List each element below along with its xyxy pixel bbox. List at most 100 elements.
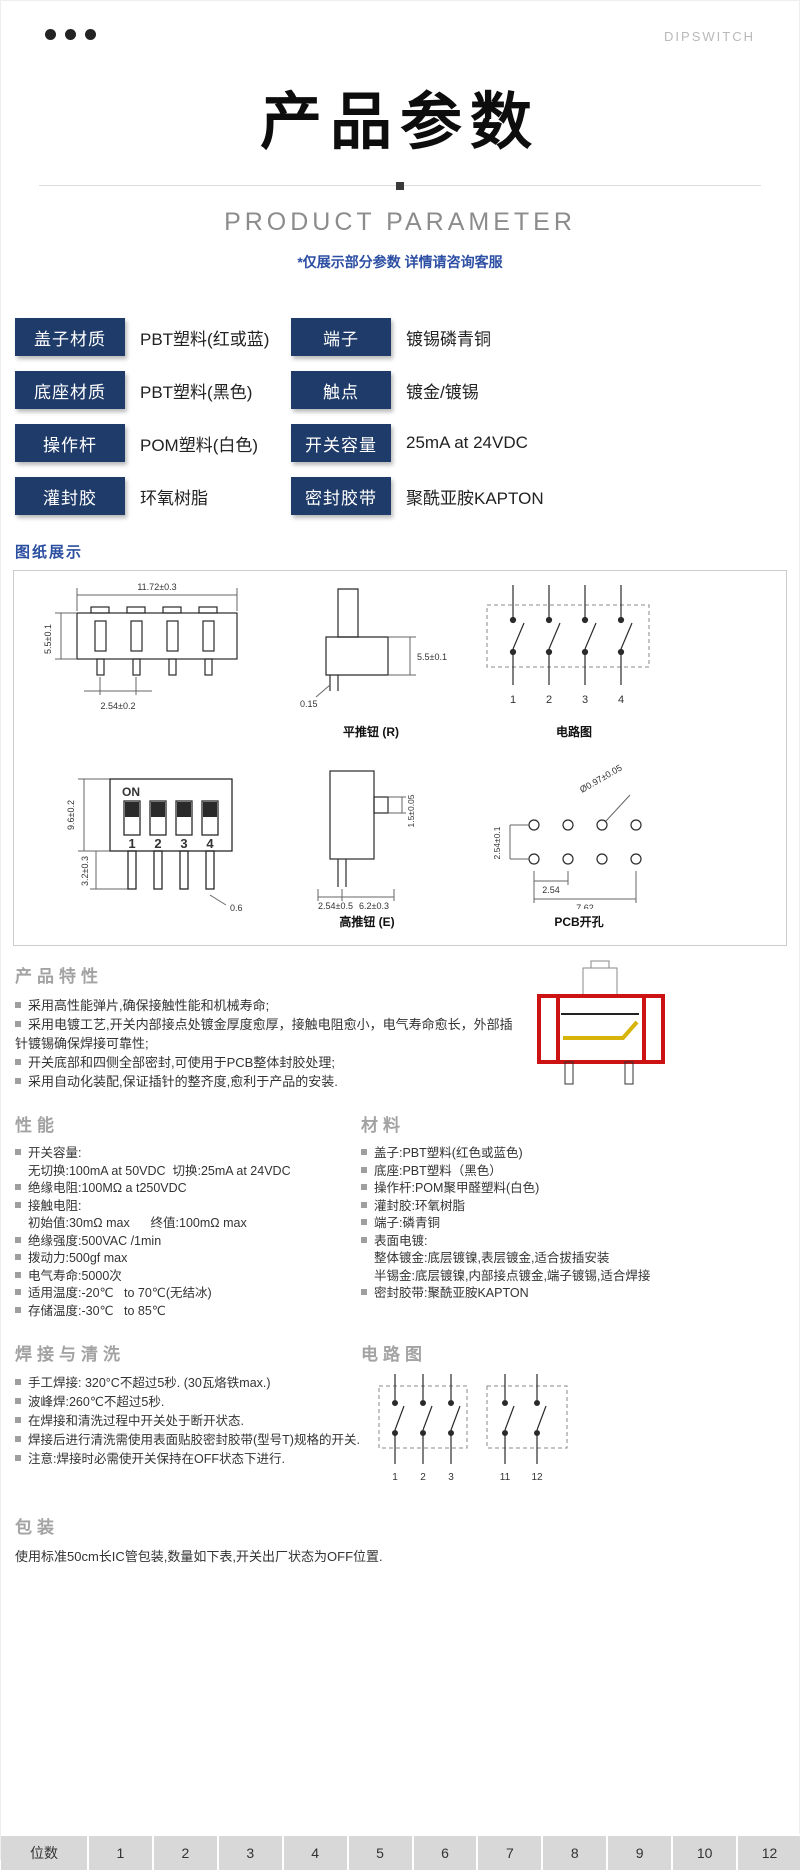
multi-pin-3: 3 [448,1472,454,1483]
performance-item: 初始值:30mΩ max 终值:100mΩ max [28,1216,247,1230]
feature-item: 采用自动化装配,保证插针的整齐度,愈利于产品的安装. [15,1072,523,1091]
dim-hole-pitch-v: 2.54±0.1 [492,826,502,859]
dim-top-width: 11.72±0.3 [137,582,176,592]
circuit-pin-2: 2 [546,694,552,706]
dim-leg-length: 3.2±0.3 [80,856,90,886]
front-num-1: 1 [128,836,135,851]
technical-drawing-panel: 11.72±0.3 5.5±0.1 2.54±0.2 [13,570,787,946]
material-item: 半锡金:底层镀镍,内部接点镀金,端子镀锡,适合焊接 [374,1268,651,1283]
packaging-title: 包装 [15,1518,59,1537]
circuit-pin-4: 4 [618,694,624,706]
table-cell: 2 [153,1834,219,1870]
switch-cross-section-drawing [537,960,665,1085]
multi-pin-1: 1 [392,1472,398,1483]
performance-item: 存储温度:-30℃ to 85℃ [15,1303,361,1321]
material-item: 端子:磷青铜 [361,1215,785,1233]
spec-value-actuator: POM塑料(白色) [140,435,259,455]
table-cell-positions: 位数 [1,1834,89,1870]
top-view-drawing: 11.72±0.3 5.5±0.1 2.54±0.2 [43,582,238,711]
spec-value-terminal: 镀锡磷青铜 [406,329,491,349]
spec-value-contact: 镀金/镀锡 [406,382,479,402]
feature-item: 采用高性能弹片,确保接触性能和机械寿命; [15,996,523,1015]
table-cell: 7 [478,1834,544,1870]
page-subtitle: PRODUCT PARAMETER [224,208,576,236]
dim-thickness: 0.15 [300,699,318,709]
table-cell: 6 [413,1834,479,1870]
dim-side-height: 5.5±0.1 [417,652,447,662]
fig-label-pcb-holes: PCB开孔 [554,915,604,929]
spec-label-contact: 触点 [291,371,391,409]
dim-body-height: 9.6±0.2 [66,800,76,830]
fig-label-circuit: 电路图 [555,725,592,739]
fig-side-view-e: 1.5±0.05 2.54±0.5 6.2±0.3 高推钮 (E) [282,759,452,930]
spec-label-switch-rating: 开关容量 [291,424,391,462]
circuit-section-title: 电路图 [361,1345,427,1364]
table-cell: 9 [608,1834,674,1870]
soldering-column: 焊接与清洗 手工焊接: 320°C不超过5秒. (30瓦烙铁max.) 波峰焊:… [15,1340,361,1497]
material-item: 盖子:PBT塑料(红色或蓝色) [361,1145,785,1163]
circuit-column: 电路图 1 2 3 11 12 [361,1340,785,1497]
dim-nub-height: 1.5±0.05 [406,794,416,827]
soldering-item: 注意:焊接时必需使开关保持在OFF状态下进行. [15,1450,361,1469]
soldering-item: 在焊接和清洗过程中开关处于断开状态. [15,1412,361,1431]
table-cell: 12 [738,1834,800,1870]
material-item: 整体镀金:底层镀镍,表层镀金,适合拔插安装 [374,1251,610,1265]
side-view-e-drawing: 1.5±0.05 2.54±0.5 6.2±0.3 [317,770,416,909]
spec-table: 盖子材质 PBT塑料(红或蓝) 端子 镀锡磷青铜 底座材质 PBT塑料(黑色) … [15,318,785,515]
table-cell: 8 [543,1834,609,1870]
soldering-item: 手工焊接: 320°C不超过5秒. (30瓦烙铁max.) [15,1374,361,1393]
features-section: 产品特性 采用高性能弹片,确保接触性能和机械寿命; 采用电镀工艺,开关内部接点处… [15,960,785,1091]
menu-dots-icon [45,27,105,45]
spec-label-terminal: 端子 [291,318,391,356]
multi-pin-11: 11 [500,1472,511,1483]
soldering-title: 焊接与清洗 [15,1345,125,1364]
spec-value-cover-material: PBT塑料(红或蓝) [140,329,270,349]
circuit-pin-3: 3 [582,694,588,706]
spec-row: 底座材质 PBT塑料(黑色) 触点 镀金/镀锡 [15,371,785,409]
material-item: 灌封胶:环氧树脂 [361,1198,785,1216]
fig-top-view: 11.72±0.3 5.5±0.1 2.54±0.2 [39,579,274,747]
drawing-section-title: 图纸展示 [15,544,84,561]
front-on-label: ON [122,785,140,799]
feature-item: 开关底部和四侧全部密封,可使用于PCB整体封胶处理; [15,1053,523,1072]
table-cell: 1 [89,1834,154,1870]
front-num-2: 2 [154,836,161,851]
materials-column: 材料 盖子:PBT塑料(红色或蓝色) 底座:PBT塑料（黑色） 操作杆:POM聚… [361,1111,785,1320]
topbar: DIPSWITCH [1,1,799,45]
spec-label-base-material: 底座材质 [15,371,125,409]
dim-top-height: 5.5±0.1 [43,624,53,654]
page-title: 产品参数 [259,88,540,157]
spec-value-potting: 环氧树脂 [140,488,208,508]
spec-label-potting: 灌封胶 [15,477,125,515]
packaging-desc: 使用标准50cm长IC管包装,数量如下表,开关出厂状态为OFF位置. [15,1549,383,1564]
front-view-drawing: 9.6±0.2 3.2±0.3 0.6 ON 1 2 3 4 [66,778,243,913]
fig-circuit-4p: 1 2 3 4 电路图 [459,579,689,740]
feature-item: 采用电镀工艺,开关内部接点处镀金厚度愈厚，接触电阻愈小，电气寿命愈长，外部插针镀… [15,1015,523,1053]
fig-pcb-holes: Ø0.97±0.05 2.54±0.1 2.54 7.62 PCB开孔 [454,759,704,930]
packaging-section: 包装 使用标准50cm长IC管包装,数量如下表,开关出厂状态为OFF位置. [15,1513,785,1566]
soldering-item: 焊接后进行清洗需使用表面贴胶密封胶带(型号T)规格的开关. [15,1431,361,1450]
features-title: 产品特性 [15,967,103,986]
performance-item: 适用温度:-20℃ to 70℃(无结冰) [15,1285,361,1303]
dim-row-span: 7.62 [576,903,594,909]
dim-leg-width: 0.6 [230,903,243,913]
table-cell: 4 [283,1834,349,1870]
material-item: 密封胶带:聚酰亚胺KAPTON [361,1285,785,1303]
dim-pitch-e: 2.54±0.5 [318,901,353,909]
title-divider [39,185,761,186]
spec-label-seal-tape: 密封胶带 [291,477,391,515]
material-item: 底座:PBT塑料（黑色） [361,1163,785,1181]
table-cell: 5 [348,1834,414,1870]
multi-pin-12: 12 [531,1472,543,1483]
fig-front-view: 9.6±0.2 3.2±0.3 0.6 ON 1 2 3 4 [44,763,279,931]
soldering-circuit-section: 焊接与清洗 手工焊接: 320°C不超过5秒. (30瓦烙铁max.) 波峰焊:… [15,1340,785,1497]
performance-materials-section: 性能 开关容量: 无切换:100mA at 50VDC 切换:25mA at 2… [15,1111,785,1320]
spec-row: 盖子材质 PBT塑料(红或蓝) 端子 镀锡磷青铜 [15,318,785,356]
spec-value-base-material: PBT塑料(黑色) [140,382,253,402]
table-cell: 10 [673,1834,739,1870]
spec-row: 操作杆 POM塑料(白色) 开关容量 25mA at 24VDC [15,424,785,462]
performance-title: 性能 [15,1116,59,1135]
dim-hole-diameter: Ø0.97±0.05 [578,763,624,795]
performance-item: 接触电阻: [15,1198,361,1216]
